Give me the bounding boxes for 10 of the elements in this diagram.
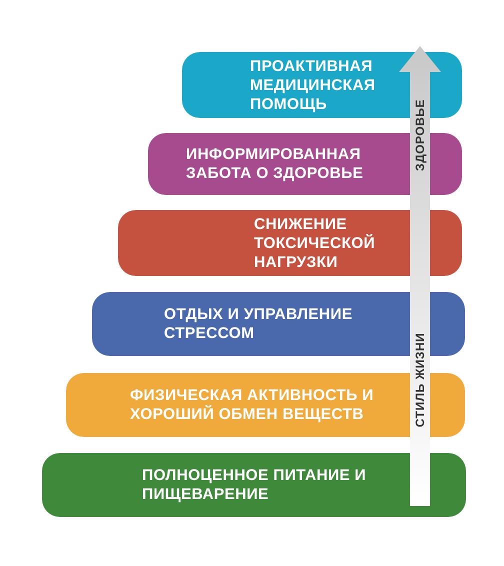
level-bar — [42, 453, 466, 517]
arrow-label: СТИЛЬ ЖИЗНИ — [413, 332, 428, 428]
level-label: ИНФОРМИРОВАННАЯ ЗАБОТА О ЗДОРОВЬЕ — [186, 145, 364, 183]
level-bar — [118, 210, 462, 276]
level-label: СНИЖЕНИЕ ТОКСИЧЕСКОЙ НАГРУЗКИ — [254, 214, 376, 272]
level-label: ОТДЫХ И УПРАВЛЕНИЕ СТРЕССОМ — [164, 305, 354, 343]
level-label: ФИЗИЧЕСКАЯ АКТИВНОСТЬ И ХОРОШИЙ ОБМЕН ВЕЩЕСТВ — [130, 386, 375, 424]
arrow-label: ЗДОРОВЬЕ — [412, 99, 427, 171]
level-label: ПОЛНОЦЕННОЕ ПИТАНИЕ И ПИЩЕВАРЕНИЕ — [142, 466, 368, 504]
level-label: ПРОАКТИВНАЯ МЕДИЦИНСКАЯ ПОМОЩЬ — [250, 56, 376, 114]
